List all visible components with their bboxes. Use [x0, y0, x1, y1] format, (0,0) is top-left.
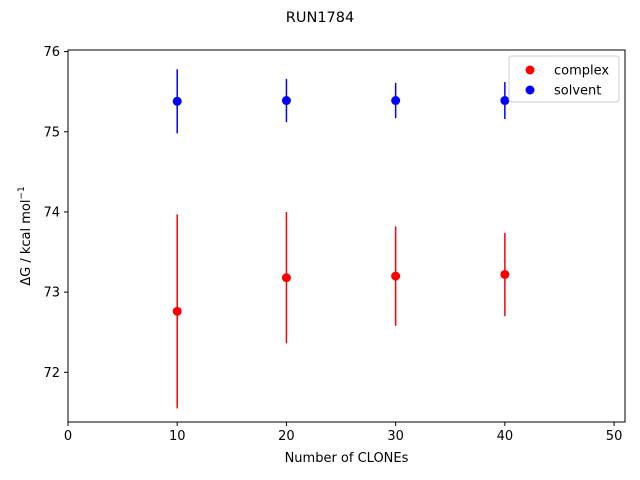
- x-tick-label: 10: [169, 429, 186, 444]
- legend-label-solvent: solvent: [554, 84, 601, 99]
- y-tick-label: 73: [43, 286, 60, 301]
- solvent-point: [500, 96, 510, 106]
- x-tick-label: 20: [278, 429, 295, 444]
- legend: complex solvent: [508, 55, 620, 103]
- y-tick-label: 72: [43, 366, 60, 381]
- legend-label-complex: complex: [554, 64, 609, 79]
- y-axis-label-superscript: −1: [17, 186, 27, 199]
- plot-area: 0 10 20 30 40 50 72 73 74 75 76: [43, 45, 622, 444]
- x-tick-label: 40: [497, 429, 514, 444]
- x-tick-label: 30: [387, 429, 404, 444]
- y-axis-label-main: ΔG / kcal mol: [19, 200, 34, 286]
- y-tick-label: 74: [43, 205, 60, 220]
- y-tick-label: 75: [43, 125, 60, 140]
- x-tick-label: 50: [606, 429, 623, 444]
- complex-point: [500, 269, 510, 279]
- y-tick-label: 76: [43, 45, 60, 60]
- x-axis-label: Number of CLONEs: [285, 451, 409, 466]
- complex-point: [172, 306, 182, 316]
- complex-point: [391, 271, 401, 281]
- complex-point: [281, 273, 291, 283]
- solvent-point: [391, 96, 401, 106]
- y-axis-label: ΔG / kcal mol−1: [17, 186, 34, 286]
- axes-frame: [67, 49, 626, 423]
- legend-marker-complex: [525, 65, 535, 75]
- x-tick-label: 0: [64, 429, 72, 444]
- solvent-point: [172, 96, 182, 106]
- legend-box: [508, 55, 620, 103]
- solvent-point: [281, 96, 291, 106]
- legend-marker-solvent: [525, 85, 535, 95]
- chart-title: RUN1784: [286, 10, 354, 26]
